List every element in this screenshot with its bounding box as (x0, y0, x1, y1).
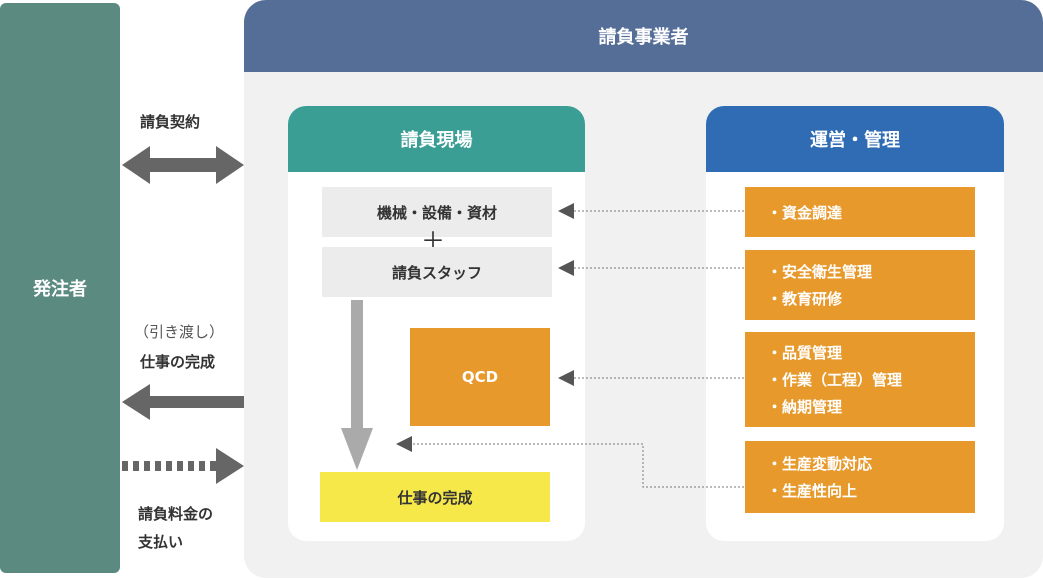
mgmt-group-safety: ・安全衛生管理 ・教育研修 (745, 250, 975, 320)
staff-label: 請負スタッフ (391, 263, 482, 282)
qcd-label: QCD (461, 368, 499, 386)
contractor-header: 請負事業者 (244, 0, 1043, 72)
payment-label-line2: 支払い (138, 533, 184, 551)
mgmt-item: ・安全衛生管理 (767, 263, 873, 281)
mgmt-item: ・生産性向上 (767, 482, 858, 500)
mgmt-item: ・作業（工程）管理 (767, 371, 903, 389)
mgmt-group-finance: ・資金調達 (745, 187, 975, 237)
client-label: 発注者 (33, 279, 87, 300)
site-completion-box: 仕事の完成 (320, 472, 550, 522)
qcd-box: QCD (410, 328, 550, 426)
mgmt-item: ・教育研修 (767, 290, 843, 308)
handover-arrow (122, 384, 244, 420)
site-header: 請負現場 (288, 106, 585, 172)
mgmt-group-quality: ・品質管理 ・作業（工程）管理 ・納期管理 (745, 332, 975, 427)
mgmt-item: ・資金調達 (767, 203, 843, 222)
mgmt-group-production: ・生産変動対応 ・生産性向上 (745, 441, 975, 513)
management-title: 運営・管理 (810, 130, 900, 151)
handover-label: 仕事の完成 (140, 353, 216, 371)
handover-note-label: （引き渡し） (134, 323, 225, 341)
equipment-box: 機械・設備・資材 (322, 187, 552, 237)
payment-dotted-arrow (122, 448, 244, 484)
mgmt-item: ・生産変動対応 (767, 455, 873, 473)
site-completion-label: 仕事の完成 (397, 488, 473, 507)
mgmt-item: ・納期管理 (767, 398, 843, 416)
contractor-title: 請負事業者 (598, 27, 689, 48)
contract-label: 請負契約 (140, 113, 201, 131)
staff-box: 請負スタッフ (322, 247, 552, 297)
site-title: 請負現場 (400, 130, 473, 151)
mgmt-item: ・品質管理 (767, 344, 843, 362)
payment-label-line1: 請負料金の (138, 505, 214, 523)
contract-double-arrow (122, 146, 244, 184)
site-card: 請負現場 (288, 106, 585, 541)
client-panel: 発注者 (0, 3, 120, 573)
management-header: 運営・管理 (706, 106, 1004, 172)
equipment-label: 機械・設備・資材 (376, 203, 497, 222)
